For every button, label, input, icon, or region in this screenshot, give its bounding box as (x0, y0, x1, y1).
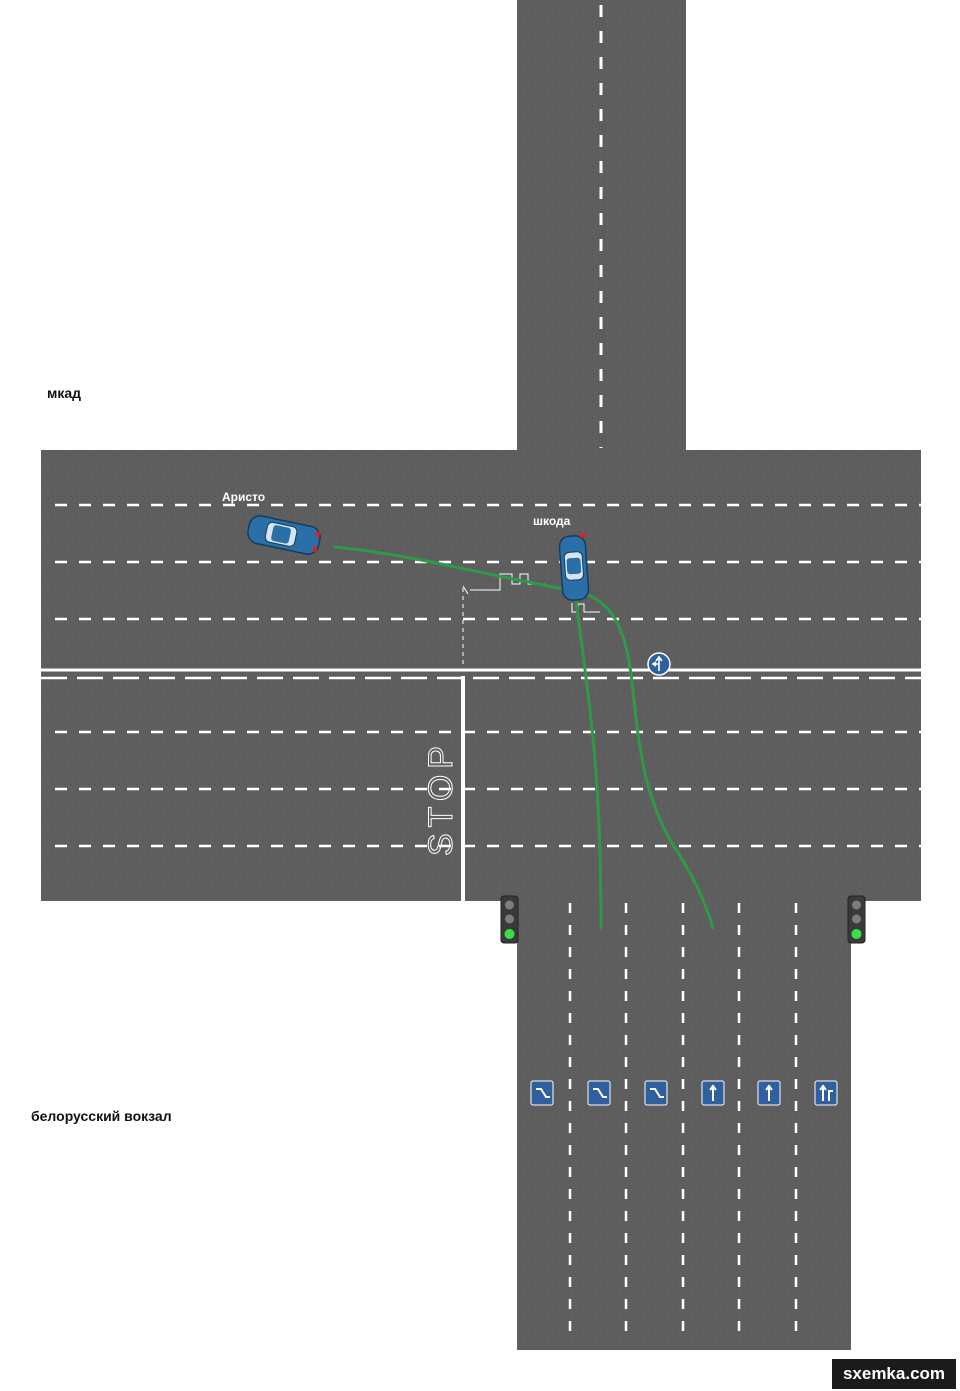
lane-left-icon (587, 1080, 611, 1106)
label-car-aristo: Аристо (222, 490, 266, 504)
south-lane-lines (568, 903, 798, 1340)
car-skoda (558, 533, 590, 601)
lane-left-icon (530, 1080, 554, 1106)
lane-left-icon (644, 1080, 668, 1106)
lane-straight-icon (701, 1080, 725, 1106)
label-car-skoda: шкода (533, 514, 571, 528)
median-line (41, 668, 921, 680)
watermark: sxemka.com (832, 1359, 956, 1389)
lane-straight-right-icon (814, 1080, 838, 1106)
stop-marking: STOP (422, 740, 460, 856)
lane-signs (530, 1080, 838, 1106)
trajectory-aristo (333, 545, 715, 930)
trajectories (333, 545, 715, 930)
sketch-marks (462, 573, 600, 665)
lower-lane-lines (55, 730, 921, 848)
road-main (41, 450, 921, 901)
upper-lane-lines (55, 503, 921, 621)
label-mkad: мкад (47, 385, 82, 401)
trajectory-skoda (574, 598, 603, 930)
car-aristo (247, 515, 321, 555)
keep-straight-or-left-icon (647, 652, 671, 676)
traffic-light-right (847, 895, 866, 944)
traffic-light-left (500, 895, 519, 944)
label-belorussky: белорусский вокзал (31, 1108, 172, 1124)
lane-straight-icon (757, 1080, 781, 1106)
